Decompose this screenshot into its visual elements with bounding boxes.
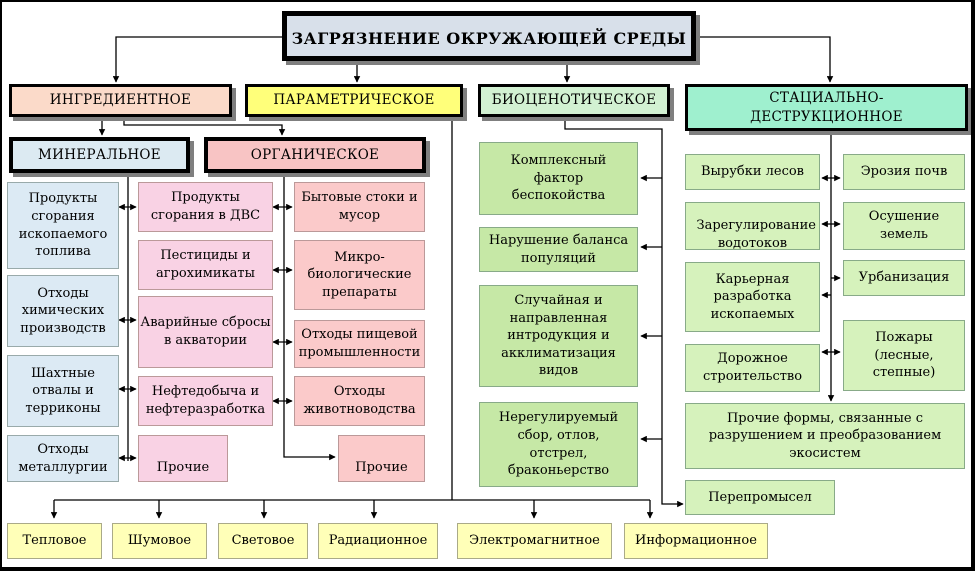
shared-item: Прочие [138, 435, 228, 482]
parametric-item: Световое [218, 523, 308, 559]
stational-item-label: Эрозия почв [860, 164, 948, 180]
mineral-item: Отходы металлургии [7, 435, 119, 482]
mineral-item: Отходы химических производств [7, 275, 119, 347]
shared-item: Продукты сгорания в ДВС [138, 182, 273, 232]
organic-item: Бытовые стоки и мусор [294, 182, 425, 232]
stational-other: Прочие формы, связанные с разрушением и … [685, 403, 965, 469]
bio-item: Нарушение баланса популяций [479, 227, 638, 272]
page-title: ЗАГРЯЗНЕНИЕ ОКРУЖАЮЩЕЙ СРЕДЫ [282, 11, 696, 61]
shared-item-label: Прочие [156, 460, 210, 476]
stational-other-label: Прочие формы, связанные с разрушением и … [708, 410, 942, 461]
stational-item: Карьерная разработка ископаемых [685, 262, 820, 332]
category-stational-label: СТАЦИАЛЬНО-ДЕСТРУКЦИОННОЕ [750, 90, 903, 125]
mineral-item-label: Шахтные отвалы и терриконы [25, 365, 101, 416]
stational-item-label: Осушение земель [868, 209, 940, 242]
organic-item-label: Бытовые стоки и мусор [301, 190, 418, 223]
bio-item-label: Нарушение баланса популяций [488, 232, 629, 266]
stational-item: Урбанизация [843, 260, 965, 296]
organic-item: Микро-биологические препараты [294, 240, 425, 310]
bio-item-label: Комплексный фактор беспокойства [510, 153, 607, 204]
organic-item-label: Отходы пищевой промышленности [298, 327, 421, 360]
shared-item: Аварийные сбросы в акватории [138, 296, 273, 368]
mineral-item: Шахтные отвалы и терриконы [7, 355, 119, 427]
category-biocenotic-label: БИОЦЕНОТИЧЕСКОЕ [491, 92, 657, 109]
shared-item: Нефтедобыча и нефтеразработка [138, 376, 273, 426]
bio-item: Нерегулируемый сбор, отлов, отстрел, бра… [479, 402, 638, 487]
subcategory-organic-label: ОРГАНИЧЕСКОЕ [250, 146, 380, 163]
stational-item-label: Пожары (лесные, степные) [872, 330, 936, 381]
category-stational: СТАЦИАЛЬНО-ДЕСТРУКЦИОННОЕ [685, 84, 968, 131]
overfishing-box: Перепромысел [685, 480, 835, 515]
shared-item-label: Продукты сгорания в ДВС [150, 190, 261, 223]
parametric-item-label: Информационное [635, 533, 757, 549]
parametric-item-label: Радиационное [328, 533, 428, 549]
organic-item: Прочие [338, 435, 425, 482]
parametric-item-label: Электромагнитное [469, 533, 600, 549]
organic-item-label: Прочие [355, 460, 408, 476]
mineral-item-label: Отходы металлургии [18, 441, 108, 475]
bio-item: Комплексный фактор беспокойства [479, 142, 638, 215]
organic-item-label: Микро-биологические препараты [307, 249, 412, 300]
parametric-item: Информационное [624, 523, 768, 559]
stational-item-label: Зарегулирование водотоков [696, 218, 817, 251]
overfishing-label: Перепромысел [708, 489, 812, 505]
stational-item-label: Дорожное строительство [702, 351, 803, 384]
stational-item-label: Вырубки лесов [701, 164, 804, 180]
mineral-item: Продукты сгорания ископаемого топлива [7, 182, 119, 269]
mineral-item-label: Отходы химических производств [20, 285, 106, 336]
parametric-item-label: Шумовое [127, 533, 192, 549]
parametric-item-label: Световое [231, 533, 295, 549]
parametric-item-label: Тепловое [22, 533, 87, 549]
category-ingredient: ИНГРЕДИЕНТНОЕ [9, 84, 232, 117]
bio-item: Случайная и направленная интродукция и а… [479, 285, 638, 387]
subcategory-mineral: МИНЕРАЛЬНОЕ [9, 137, 190, 173]
shared-item-label: Пестициды и агрохимикаты [156, 248, 255, 281]
stational-item: Дорожное строительство [685, 344, 820, 392]
bio-item-label: Нерегулируемый сбор, отлов, отстрел, бра… [498, 410, 619, 479]
parametric-item: Радиационное [318, 523, 438, 559]
organic-item: Отходы пищевой промышленности [294, 320, 425, 368]
parametric-item: Шумовое [112, 523, 207, 559]
stational-item: Эрозия почв [843, 154, 965, 190]
mineral-item-label: Продукты сгорания ископаемого топлива [18, 191, 108, 260]
stational-item: Осушение земель [843, 202, 965, 250]
stational-item: Вырубки лесов [685, 154, 820, 190]
parametric-item: Тепловое [7, 523, 102, 559]
stational-item-label: Карьерная разработка ископаемых [710, 271, 795, 322]
organic-item: Отходы животноводства [294, 376, 425, 426]
shared-item-label: Аварийные сбросы в акватории [140, 315, 271, 348]
category-ingredient-label: ИНГРЕДИЕНТНОЕ [49, 92, 192, 109]
category-parametric-label: ПАРАМЕТРИЧЕСКОЕ [273, 92, 435, 109]
stational-item: Зарегулирование водотоков [685, 202, 820, 251]
shared-item-label: Нефтедобыча и нефтеразработка [145, 384, 266, 417]
subcategory-organic: ОРГАНИЧЕСКОЕ [204, 137, 426, 173]
page-title-text: ЗАГРЯЗНЕНИЕ ОКРУЖАЮЩЕЙ СРЕДЫ [291, 29, 687, 49]
stational-item-label: Урбанизация [858, 270, 950, 286]
subcategory-mineral-label: МИНЕРАЛЬНОЕ [38, 146, 161, 163]
category-biocenotic: БИОЦЕНОТИЧЕСКОЕ [478, 84, 670, 117]
stational-item: Пожары (лесные, степные) [843, 320, 965, 391]
parametric-item: Электромагнитное [457, 523, 612, 559]
category-parametric: ПАРАМЕТРИЧЕСКОЕ [245, 84, 463, 117]
organic-item-label: Отходы животноводства [303, 384, 416, 417]
shared-item: Пестициды и агрохимикаты [138, 240, 273, 290]
bio-item-label: Случайная и направленная интродукция и а… [501, 293, 616, 379]
